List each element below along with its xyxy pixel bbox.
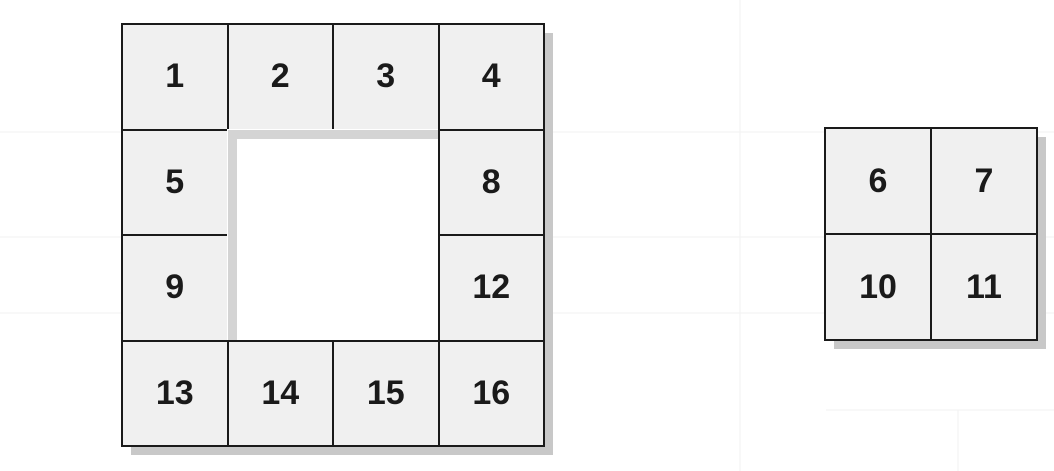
tile-13: 13 — [121, 339, 229, 447]
empty-center-cell — [332, 128, 440, 236]
tile-5: 5 — [121, 128, 229, 236]
tile-6: 6 — [824, 127, 932, 235]
tile-2: 2 — [226, 23, 334, 131]
tile-3: 3 — [332, 23, 440, 131]
empty-center-cell — [226, 128, 334, 236]
tile-11: 11 — [930, 233, 1038, 341]
center-block-board: 6 7 10 11 — [824, 127, 1038, 341]
outer-ring-board: 1 2 3 4 5 8 9 12 13 14 15 16 — [121, 23, 545, 447]
tile-14: 14 — [226, 339, 334, 447]
hole-shadow-top — [228, 130, 438, 139]
tile-12: 12 — [437, 234, 545, 342]
tile-1: 1 — [121, 23, 229, 131]
tile-10: 10 — [824, 233, 932, 341]
tile-15: 15 — [332, 339, 440, 447]
tile-4: 4 — [437, 23, 545, 131]
tile-16: 16 — [437, 339, 545, 447]
tile-9: 9 — [121, 234, 229, 342]
empty-center-cell — [332, 234, 440, 342]
empty-center-cell — [226, 234, 334, 342]
tile-7: 7 — [930, 127, 1038, 235]
tile-8: 8 — [437, 128, 545, 236]
hole-shadow-left — [228, 130, 237, 340]
